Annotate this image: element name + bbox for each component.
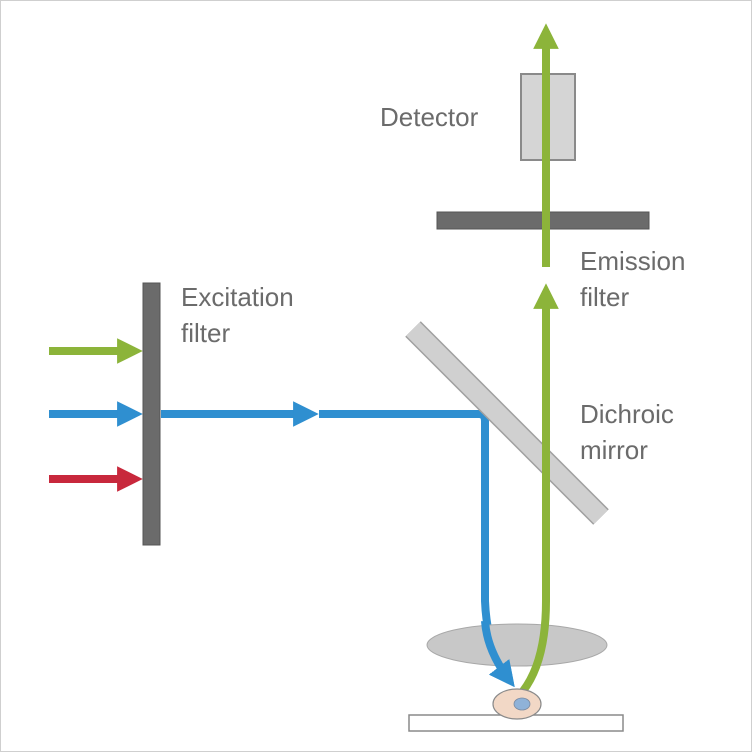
emission-filter-label-line2: filter <box>580 282 630 312</box>
cell-nucleus <box>513 697 531 711</box>
dichroic-mirror-face <box>406 322 608 524</box>
excitation-filter-label-line1: Excitation <box>181 282 294 312</box>
emission-filter-label-line1: Emission <box>580 246 686 276</box>
objective-lens <box>426 623 608 667</box>
excitation-filter-label-line2: filter <box>181 318 231 348</box>
excitation-filter-bar <box>142 282 161 546</box>
dichroic-mirror-label-line2: mirror <box>580 435 648 465</box>
dichroic-mirror-label-line1: Dichroic <box>580 399 674 429</box>
emission-beam-lower <box>519 283 559 694</box>
detector-label-text: Detector <box>380 102 479 132</box>
dichroic-mirror-label: Dichroic mirror <box>580 396 674 468</box>
blue-beam-lens-segment <box>481 620 515 688</box>
detector-label: Detector <box>380 99 478 135</box>
excitation-filter-label: Excitation filter <box>181 279 294 351</box>
emission-filter-label: Emission filter <box>580 243 685 315</box>
